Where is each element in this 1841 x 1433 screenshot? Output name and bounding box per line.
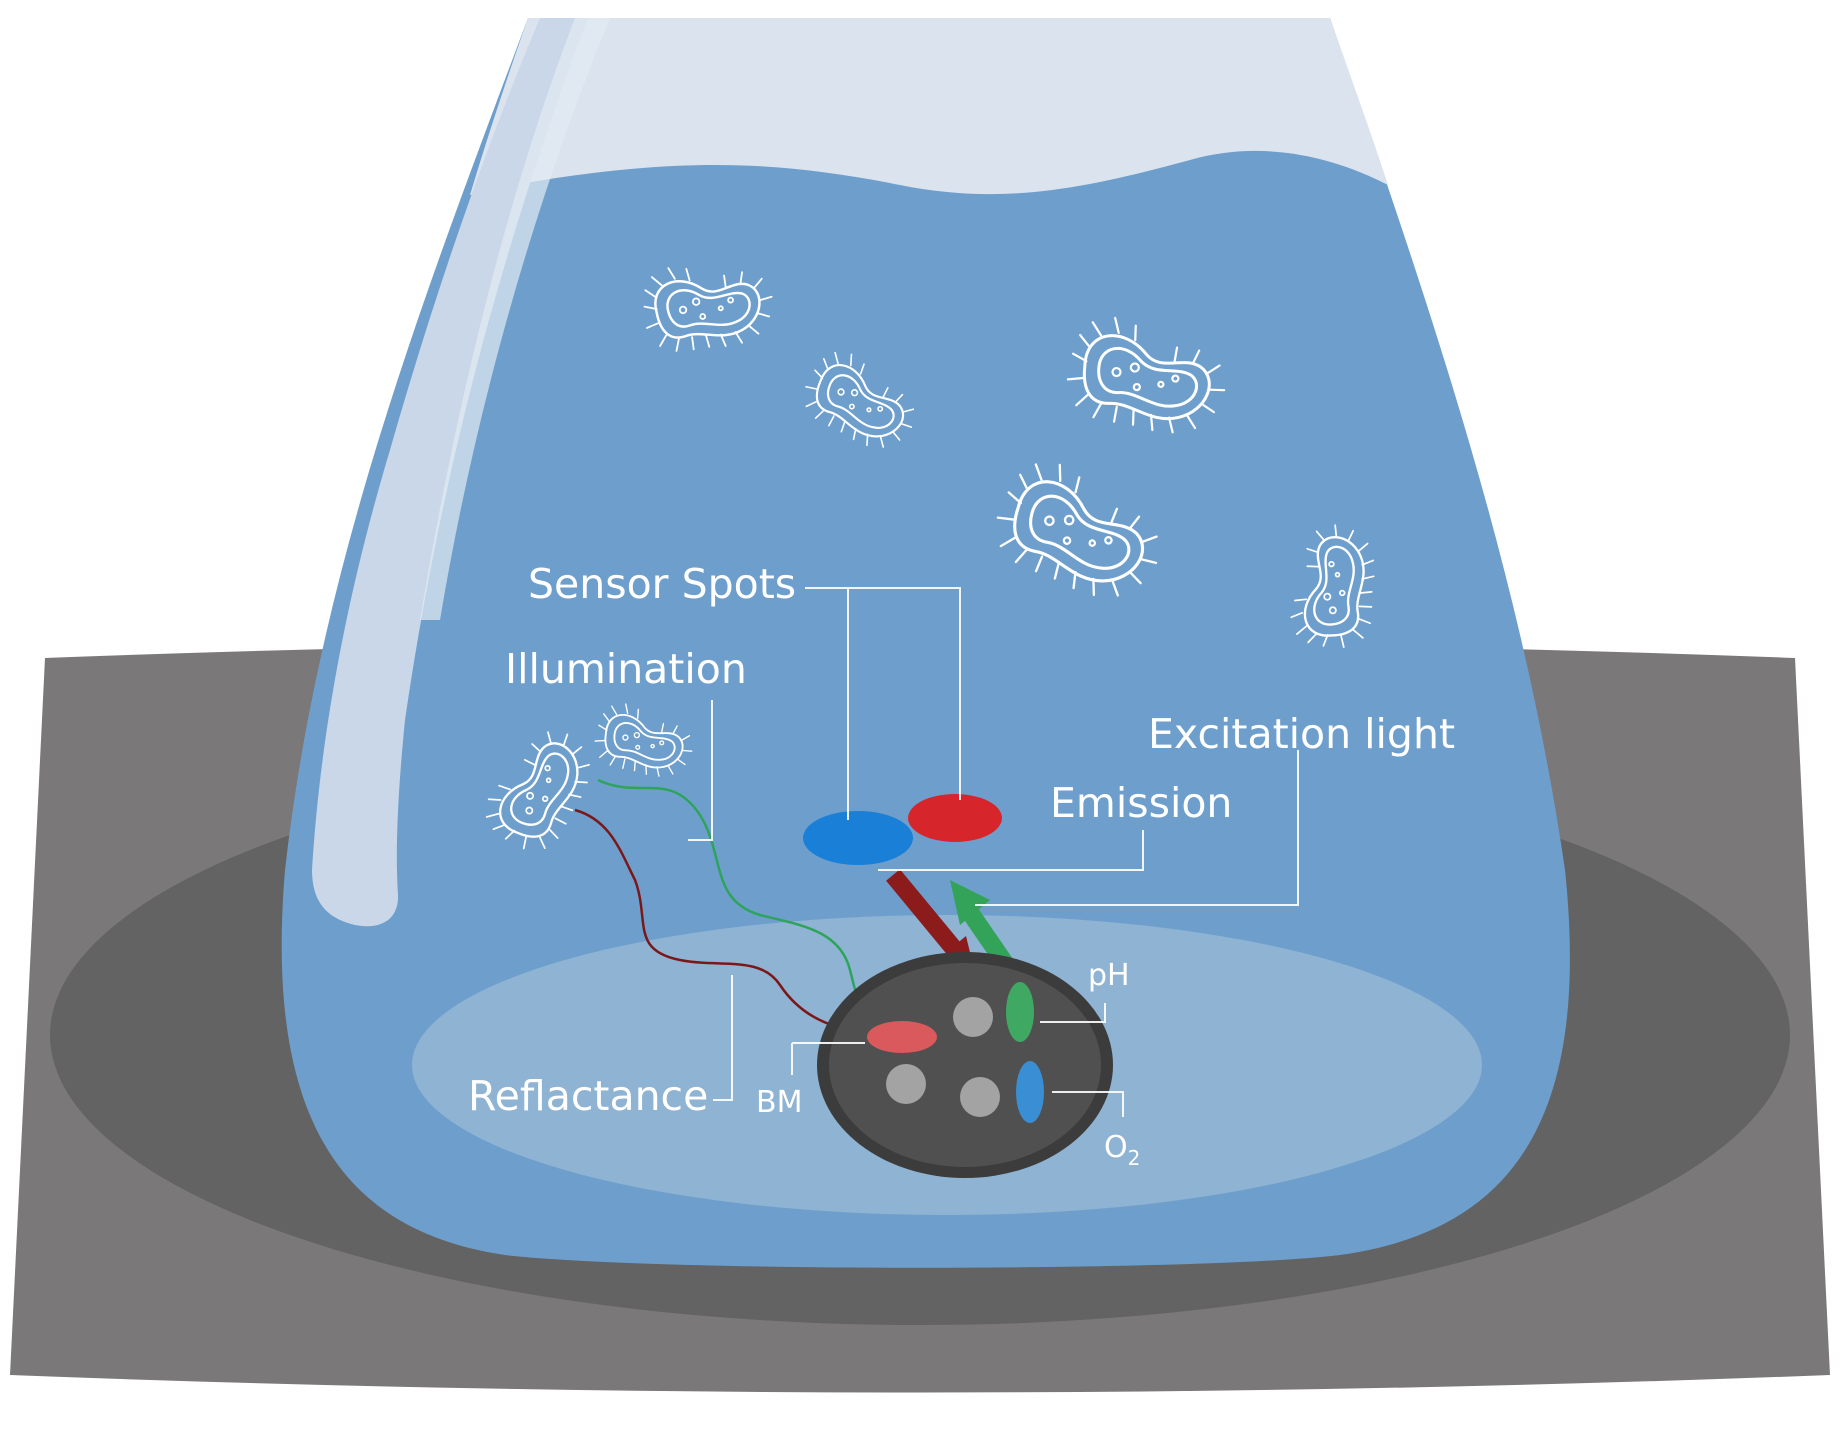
sensor-dot bbox=[886, 1064, 926, 1104]
sensor-spot-red bbox=[908, 794, 1002, 842]
flask-glass-top bbox=[470, 18, 1388, 195]
flask-highlight-edge bbox=[420, 18, 610, 620]
illumination-label: Illumination bbox=[505, 645, 747, 693]
bm-spot bbox=[867, 1021, 937, 1053]
illumination-leader bbox=[688, 700, 713, 841]
excitation-light-label: Excitation light bbox=[1148, 710, 1455, 758]
emission-leader bbox=[878, 830, 1144, 871]
ph-spot bbox=[1006, 982, 1034, 1042]
sensor-spot-blue bbox=[803, 811, 913, 865]
o2-spot bbox=[1016, 1061, 1044, 1123]
ph-label: pH bbox=[1088, 958, 1130, 993]
bm-leader bbox=[791, 1042, 865, 1075]
sensor-dot bbox=[953, 997, 993, 1037]
o2-label-main: O bbox=[1104, 1130, 1128, 1165]
excitation-leader bbox=[975, 750, 1299, 906]
sensor-spots-label: Sensor Spots bbox=[528, 560, 796, 608]
sensor-disc-icon bbox=[817, 952, 1113, 1178]
reflactance-leader bbox=[713, 975, 733, 1101]
ph-leader bbox=[1040, 1003, 1106, 1023]
o2-label: O2 bbox=[1104, 1130, 1140, 1170]
illumination-light-path bbox=[597, 778, 881, 1033]
o2-label-subscript: 2 bbox=[1128, 1146, 1141, 1170]
bm-label: BM bbox=[756, 1085, 802, 1120]
o2-leader bbox=[1052, 1091, 1124, 1117]
reflectance-light-path bbox=[574, 808, 871, 1034]
sensor-dot bbox=[960, 1077, 1000, 1117]
emission-label: Emission bbox=[1050, 779, 1232, 827]
reflactance-label: Reflactance bbox=[468, 1072, 708, 1120]
sensor-spots-leader bbox=[805, 587, 961, 820]
